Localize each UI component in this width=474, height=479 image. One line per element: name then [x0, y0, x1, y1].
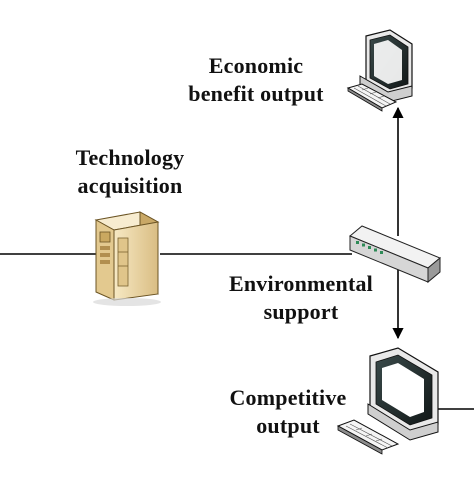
environmental-label-line-2: support [263, 299, 339, 324]
network-switch-icon [349, 225, 441, 284]
node-label-economic: Economic benefit output [170, 52, 342, 108]
server-tower-icon [93, 211, 161, 306]
technology-label-line-2: acquisition [77, 173, 183, 198]
competitive-label-line-2: output [256, 413, 320, 438]
competitive-label-line-1: Competitive [229, 385, 347, 410]
node-label-environmental: Environmental support [206, 270, 396, 326]
keyboard-icon-economic [346, 83, 398, 112]
economic-label-line-1: Economic [208, 53, 304, 78]
desktop-computer-icon-economic [346, 29, 413, 112]
node-label-technology: Technology acquisition [50, 144, 210, 200]
desktop-computer-icon-competitive [336, 347, 439, 455]
node-label-competitive: Competitive output [206, 384, 370, 440]
environmental-label-line-1: Environmental [229, 271, 373, 296]
keyboard-icon-competitive [336, 419, 400, 455]
technology-label-line-1: Technology [75, 145, 185, 170]
economic-label-line-2: benefit output [188, 81, 324, 106]
